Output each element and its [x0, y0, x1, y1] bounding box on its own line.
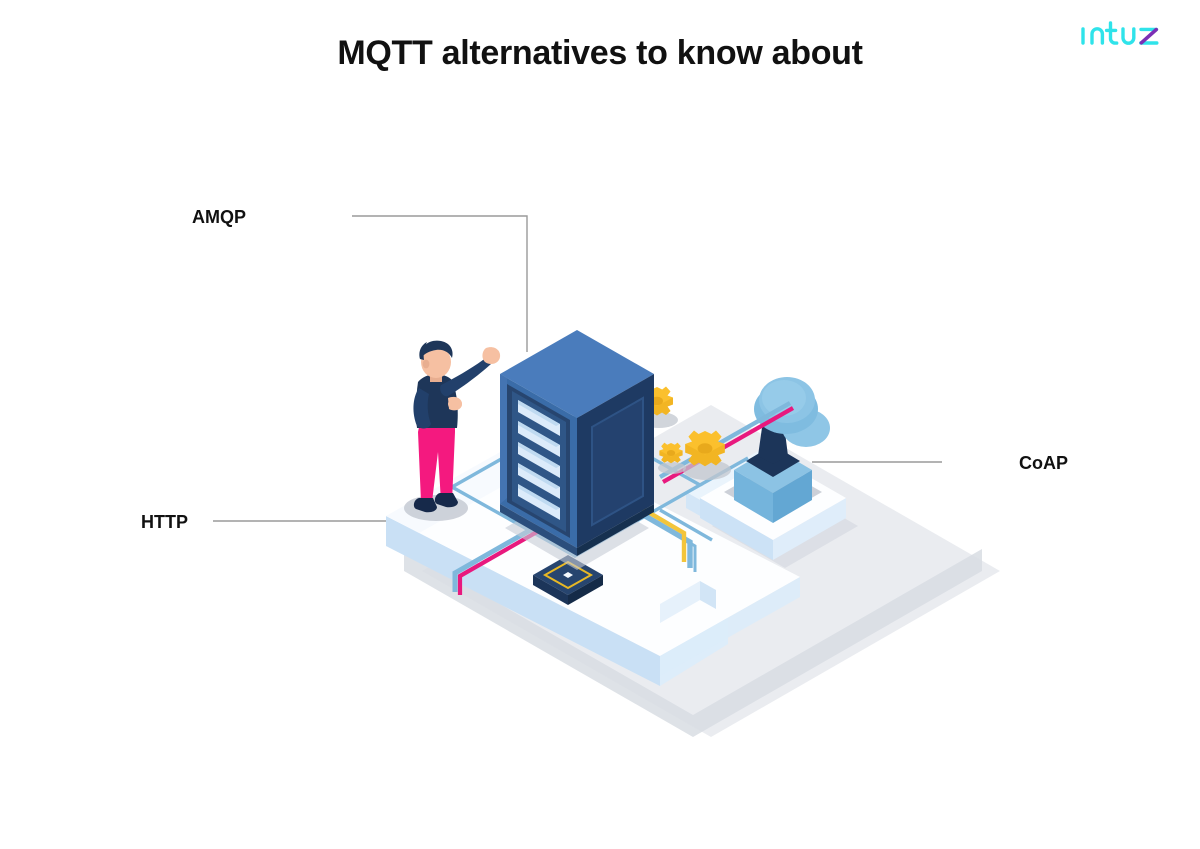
page-title: MQTT alternatives to know about — [337, 34, 863, 72]
callout-label-coap: CoAP — [1019, 453, 1068, 473]
server-rack-slots — [518, 400, 560, 520]
gear-icon — [685, 430, 725, 467]
callout-label-http: HTTP — [141, 512, 188, 532]
gear-icon — [659, 442, 683, 464]
figure-shoe-right — [434, 493, 458, 508]
figure-pants — [418, 422, 455, 502]
leader-line-amqp — [352, 215, 528, 352]
server-rack — [500, 330, 654, 570]
figure-hair — [420, 340, 453, 358]
intuz-logo[interactable] — [1078, 16, 1182, 50]
callout-label-amqp: AMQP — [192, 207, 246, 227]
figure-hand-raised — [482, 347, 501, 365]
figure-shoe-left — [413, 498, 437, 513]
figure-arm-raised — [440, 356, 493, 397]
leader-lines — [213, 215, 942, 522]
figure-head — [421, 346, 451, 378]
trace-yellow — [638, 507, 697, 572]
technician-figure — [404, 340, 501, 521]
